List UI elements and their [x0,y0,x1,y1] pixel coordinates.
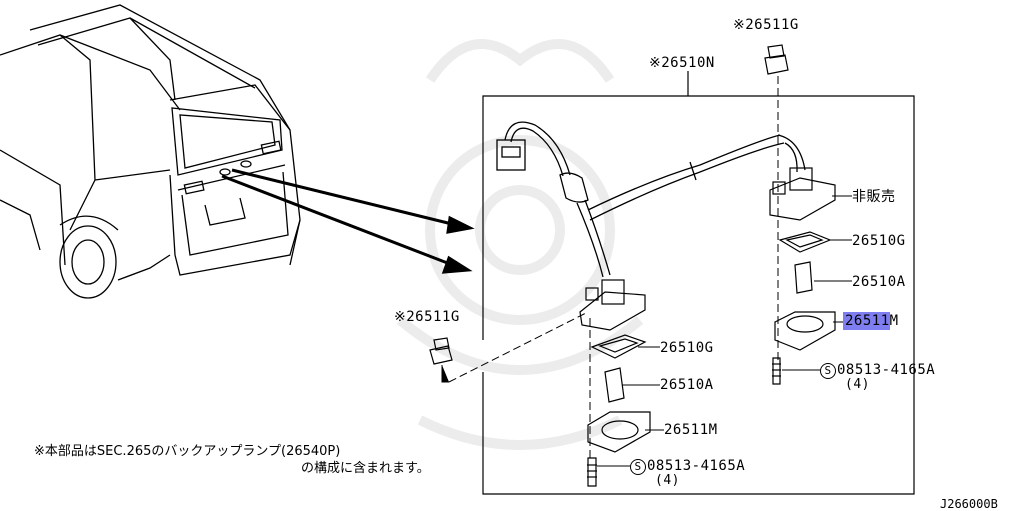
left-lamp-assembly [429,279,651,487]
right-bulb-label: 26510A [852,274,906,290]
standard-part-symbol: S [630,459,646,475]
wiring-harness [496,121,806,278]
note-line-1: ※本部品はSEC.265のバックアップランプ(26540P) [34,444,341,459]
note-line-2: の構成に含まれます。 [301,461,430,476]
right-lens-label-highlight: 26511 [843,312,890,330]
left-screw-number: 08513-4165A [647,458,746,474]
left-screw-quantity: (4) [655,473,680,488]
kit-label: ※26510N [649,55,715,71]
left-lens-label: 26511M [664,422,718,438]
right-screw-number: 08513-4165A [837,362,936,378]
left-dashed-axis [448,311,589,383]
assembly-frame [482,71,915,495]
vehicle-illustration [0,4,301,299]
right-gasket-label: 26510G [852,233,906,249]
right-lens-label[interactable]: 26511M [843,312,899,330]
left-gasket-label: 26510G [660,340,714,356]
right-screw-quantity: (4) [845,377,870,392]
diagram-code: J266000B [940,497,998,511]
right-lens-label-suffix: M [889,313,899,329]
right-leader-lines [782,195,852,371]
left-clip-label: ※26511G [394,309,460,325]
not-for-sale-label: 非販売 [852,189,896,205]
right-clip-label: ※26511G [733,17,799,33]
left-bulb-label: 26510A [660,377,714,393]
pointer-arrows [221,168,475,274]
left-leader-lines [441,346,664,467]
standard-part-symbol: S [820,363,836,379]
watermark-crest [396,39,644,450]
